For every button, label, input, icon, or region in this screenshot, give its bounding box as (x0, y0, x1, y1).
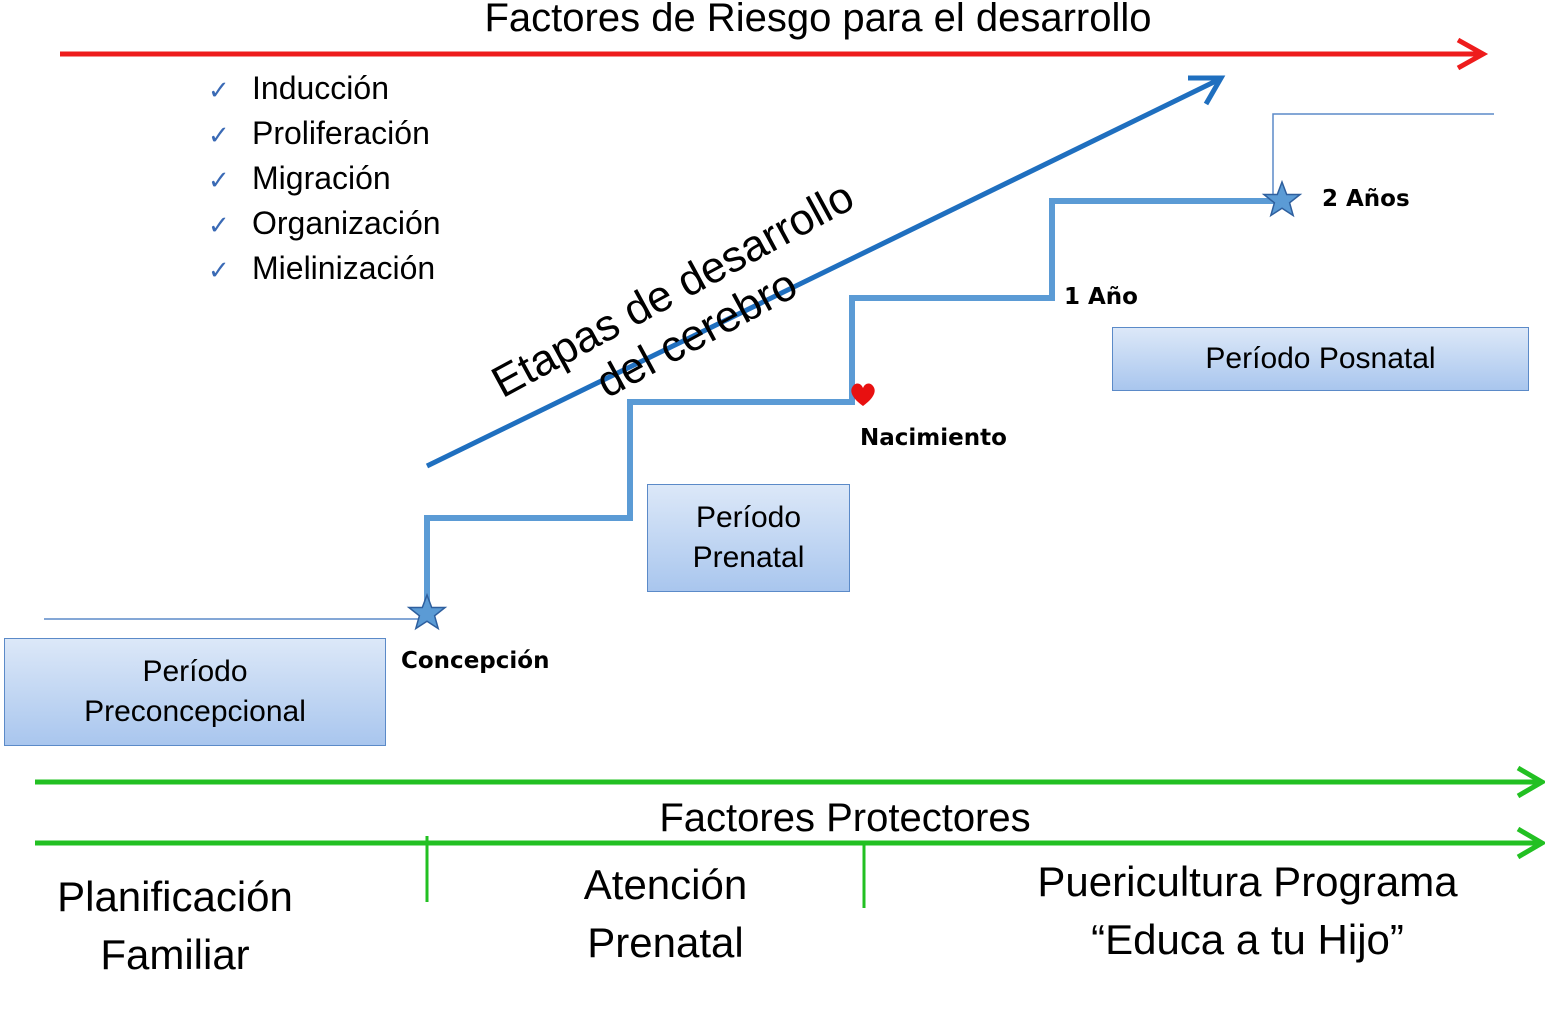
brain-development-arrow (425, 75, 1226, 469)
risk-factors-title: Factores de Riesgo para el desarrollo (484, 0, 1152, 40)
list-item: ✓Migración (208, 156, 441, 201)
postnatal-connector-line (1272, 113, 1494, 204)
checkmark-icon: ✓ (208, 210, 230, 240)
postnatal-period-box: Período Posnatal (1112, 327, 1529, 391)
protective-arrow-bottom (35, 826, 1545, 860)
prenatal-period-box: Período Prenatal (647, 484, 850, 592)
list-item: ✓Organización (208, 201, 441, 246)
development-stages-list: ✓Inducción ✓Proliferación ✓Migración ✓Or… (208, 66, 441, 291)
star-icon (406, 592, 448, 631)
list-item: ✓Mielinización (208, 246, 441, 291)
protective-factors-title: Factores Protectores (659, 796, 1031, 840)
heart-icon (851, 383, 875, 406)
list-item: ✓Proliferación (208, 111, 441, 156)
checkmark-icon: ✓ (208, 165, 230, 195)
star-icon (1261, 179, 1303, 218)
prenatal-care-label: Atención Prenatal (583, 861, 748, 966)
conception-label: Concepción (401, 648, 550, 674)
protective-arrow-top (35, 765, 1545, 799)
two-years-label: 2 Años (1322, 186, 1410, 212)
family-planning-label: Planificación Familiar (57, 873, 293, 978)
birth-label: Nacimiento (860, 425, 1007, 451)
childcare-program-label: Puericultura Programa “Educa a tu Hijo” (1037, 858, 1458, 963)
checkmark-icon: ✓ (208, 255, 230, 285)
development-staircase (424, 198, 1282, 614)
checkmark-icon: ✓ (208, 120, 230, 150)
checkmark-icon: ✓ (208, 75, 230, 105)
preconception-period-box: Período Preconcepcional (4, 638, 386, 746)
list-item: ✓Inducción (208, 66, 441, 111)
risk-arrow (60, 37, 1489, 71)
one-year-label: 1 Año (1064, 284, 1138, 310)
